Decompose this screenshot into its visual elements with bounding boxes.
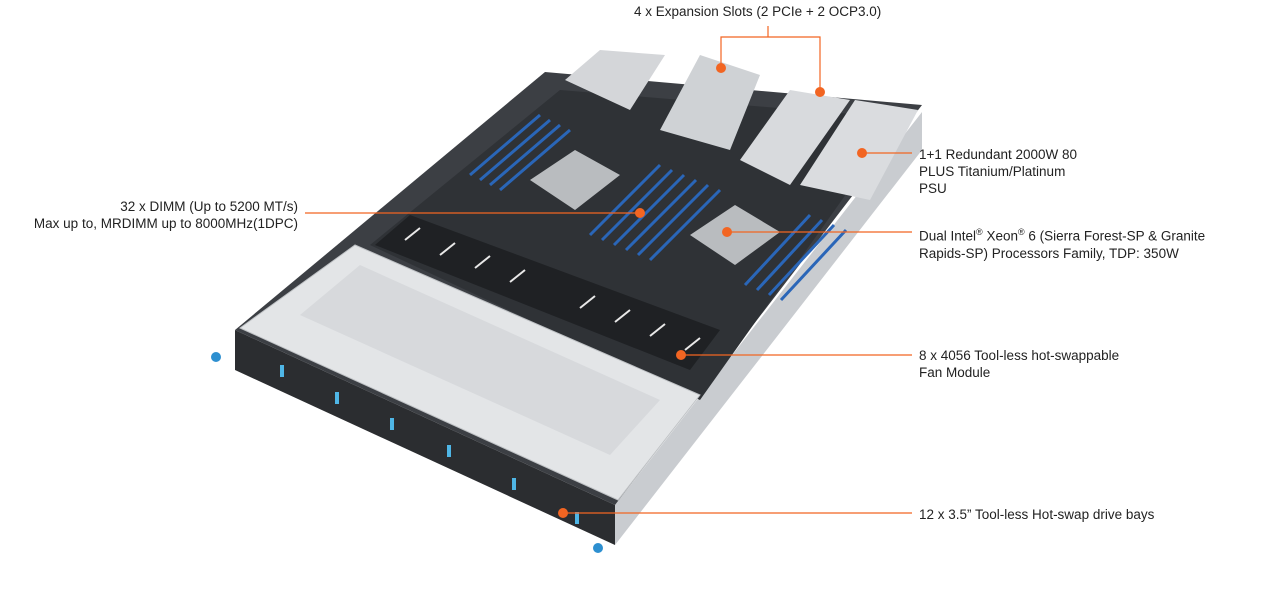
- cpu-text-b: Xeon: [982, 228, 1018, 244]
- riser-card-2: [740, 90, 850, 185]
- callout-dimm-line1: 32 x DIMM (Up to 5200 MT/s): [120, 199, 298, 214]
- registered-mark: ®: [976, 227, 983, 237]
- callout-psu-line2: PLUS Titanium/Platinum: [919, 164, 1066, 179]
- callout-expansion-slots: 4 x Expansion Slots (2 PCIe + 2 OCP3.0): [634, 4, 882, 19]
- callout-fan-line1: 8 x 4056 Tool-less hot-swappable: [919, 348, 1120, 363]
- callout-dimm: 32 x DIMM (Up to 5200 MT/s) Max up to, M…: [34, 198, 298, 232]
- chassis-front-panel: [235, 330, 615, 545]
- callout-psu: 1+1 Redundant 2000W 80 PLUS Titanium/Pla…: [919, 146, 1077, 197]
- drive-bays: [280, 365, 579, 524]
- callout-fan: 8 x 4056 Tool-less hot-swappable Fan Mod…: [919, 347, 1119, 381]
- callout-lines: [305, 26, 912, 514]
- cpu-text-c: 6 (Sierra Forest-SP & Granite: [1024, 228, 1206, 244]
- callout-fan-line2: Fan Module: [919, 365, 991, 380]
- callout-cpu: Dual Intel® Xeon® 6 (Sierra Forest-SP & …: [919, 224, 1205, 262]
- callout-dots: [558, 63, 867, 518]
- riser-card-1: [660, 55, 760, 150]
- fan-handles: [404, 227, 701, 351]
- cpu-text-a: Dual Intel: [919, 228, 977, 244]
- registered-mark: ®: [1017, 227, 1025, 237]
- callout-cpu-line2: Rapids-SP) Processors Family, TDP: 350W: [919, 245, 1179, 261]
- fan-modules: [375, 215, 720, 370]
- psu-left: [565, 50, 665, 110]
- cpu-socket-2: [690, 205, 780, 265]
- callout-psu-line1: 1+1 Redundant 2000W 80: [919, 147, 1077, 162]
- cpu-socket-1: [530, 150, 620, 210]
- lid-inset: [300, 265, 660, 455]
- chassis-side: [615, 112, 922, 545]
- callout-drive-bays: 12 x 3.5” Tool-less Hot-swap drive bays: [919, 507, 1155, 522]
- rack-screw-right: [593, 543, 603, 553]
- rack-screw-left: [211, 352, 221, 362]
- dimm-slots: [469, 113, 848, 302]
- callout-dimm-line2: Max up to, MRDIMM up to 8000MHz(1DPC): [33, 216, 298, 231]
- callout-psu-line3: PSU: [919, 181, 947, 196]
